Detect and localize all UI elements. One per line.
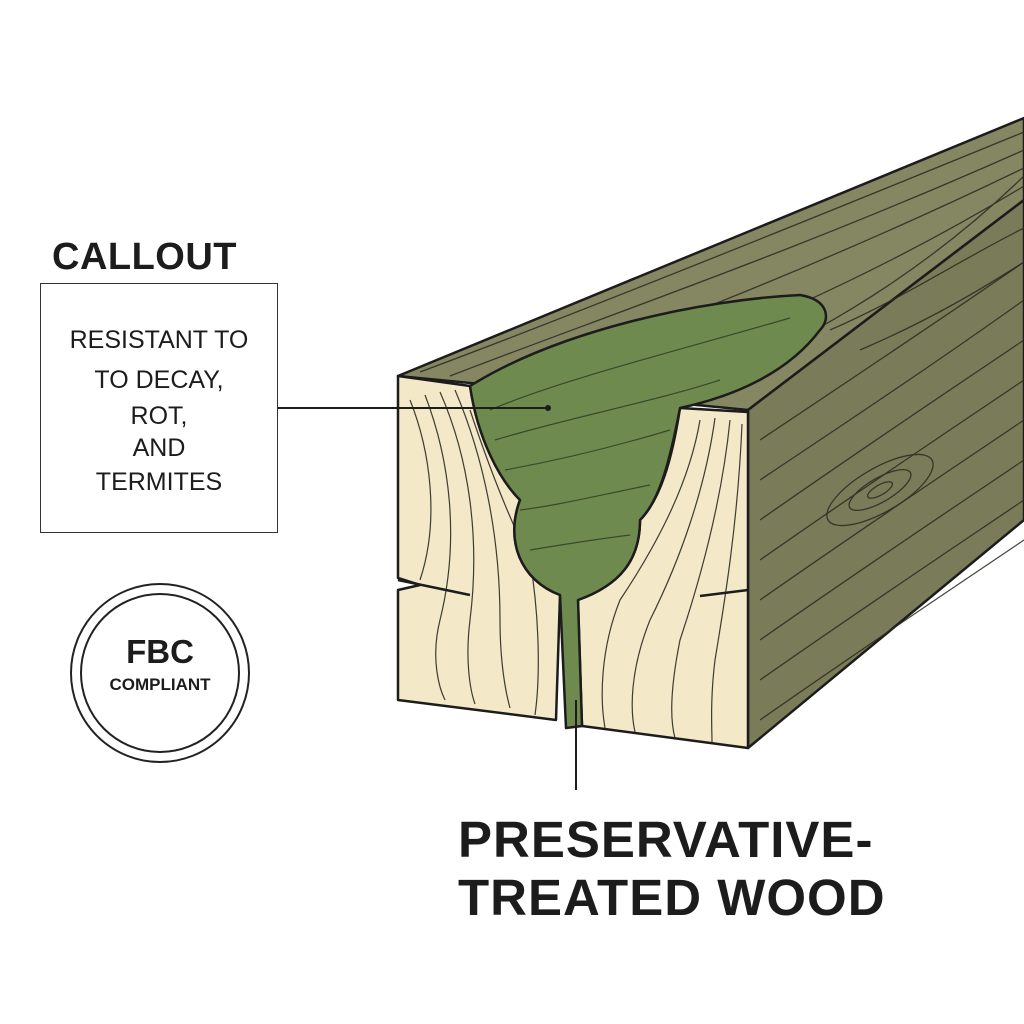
main-label-line-2: TREATED WOOD (458, 869, 886, 926)
callout-text-line: RESISTANT TO (69, 326, 249, 354)
callout-leader-dot (545, 405, 551, 411)
seal-subtitle: COMPLIANT (109, 675, 211, 694)
callout-text-line: ROT, (130, 402, 188, 430)
split-crack (397, 578, 749, 598)
callout-heading: CALLOUT (52, 236, 238, 278)
callout-text-line: TERMITES (95, 468, 223, 496)
side-face-grain (759, 261, 1024, 721)
callout-text-line: TO DECAY, (94, 366, 224, 394)
fbc-compliant-seal: FBC COMPLIANT (70, 583, 250, 763)
seal-inner-ring (80, 593, 240, 753)
seal-title: FBC (126, 633, 194, 670)
callout-box: RESISTANT TO TO DECAY, ROT, AND TERMITES (40, 283, 278, 533)
main-label-line-1: PRESERVATIVE- (458, 811, 874, 868)
callout-text-line: AND (132, 434, 186, 462)
treated-core (468, 293, 828, 730)
treated-core-grain (489, 317, 791, 551)
